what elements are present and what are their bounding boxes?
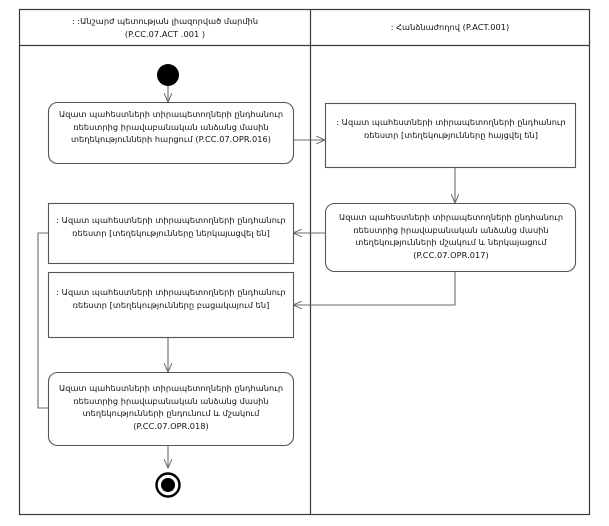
object-node-info-provided	[47, 202, 295, 265]
object-node-request-issued	[324, 102, 577, 169]
action-node-opr016	[47, 101, 295, 165]
object-node-info-absent	[47, 271, 295, 339]
action-node-opr017	[324, 202, 577, 273]
action-node-opr018	[47, 371, 295, 447]
initial-node	[157, 64, 179, 86]
edge-act017-to-objabs	[293, 271, 456, 305]
node-layer	[47, 64, 577, 498]
final-node	[155, 472, 181, 498]
